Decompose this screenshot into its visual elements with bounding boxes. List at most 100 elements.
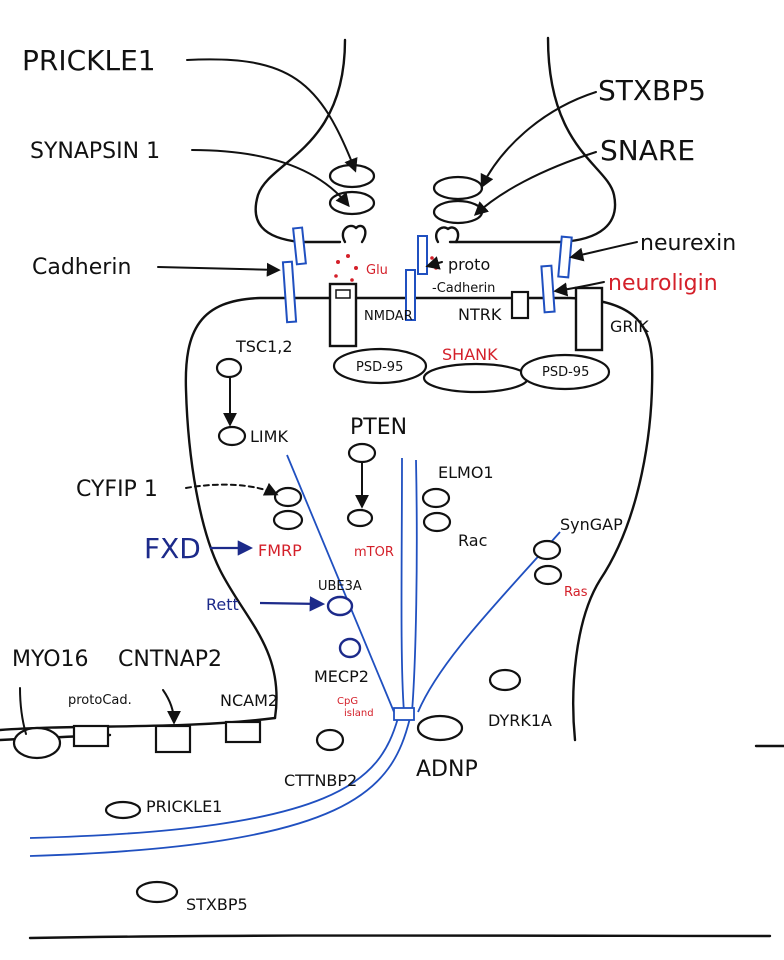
nmdar-inner bbox=[335, 289, 351, 299]
label-stxbp5-top: STXBP5 bbox=[598, 74, 706, 107]
limk-node bbox=[217, 425, 247, 447]
ube3a-node bbox=[326, 595, 354, 617]
label-ras: Ras bbox=[564, 585, 588, 600]
presynaptic-left-membrane bbox=[254, 38, 347, 244]
ntrk-receptor bbox=[510, 290, 530, 320]
cyfip1-node bbox=[273, 486, 303, 508]
label-ncam2: NCAM2 bbox=[220, 691, 278, 710]
cttnbp2-node bbox=[315, 728, 345, 752]
label-cntnap2: CNTNAP2 bbox=[118, 647, 222, 672]
grik-receptor bbox=[574, 286, 604, 352]
cntnap2-box bbox=[154, 724, 192, 754]
label-rac: Rac bbox=[458, 531, 487, 550]
pointer-stxbp5 bbox=[480, 91, 597, 189]
vesicle bbox=[328, 163, 376, 189]
label-rett: Rett bbox=[206, 595, 239, 614]
stxbp5-bottom-node bbox=[135, 880, 179, 904]
cadherin-upper bbox=[292, 226, 307, 266]
cytoskeleton-line bbox=[29, 717, 411, 857]
mtor-node bbox=[346, 508, 374, 528]
label-myo16: MYO16 bbox=[12, 647, 89, 672]
neurexin-bar bbox=[557, 235, 573, 279]
label-psd95-left: PSD-95 bbox=[356, 360, 403, 375]
pointer-prickle1 bbox=[186, 58, 358, 173]
arrow-rett-ube3a bbox=[259, 596, 326, 612]
pointer-neurexin bbox=[569, 241, 638, 262]
psd95-left-shape bbox=[332, 347, 428, 385]
adnp-node bbox=[416, 714, 464, 742]
label-mecp2: MECP2 bbox=[314, 667, 369, 686]
pten-node bbox=[347, 442, 377, 464]
ncam2-box bbox=[224, 720, 262, 744]
label-synapsin1: SYNAPSIN 1 bbox=[30, 139, 160, 164]
label-island: island bbox=[344, 708, 374, 719]
label-limk: LIMK bbox=[250, 427, 288, 446]
cytoskeleton-line bbox=[411, 459, 418, 713]
label-cadherin: Cadherin bbox=[32, 255, 131, 280]
pointer-synapsin1 bbox=[191, 149, 350, 208]
cytoskeleton-line bbox=[29, 717, 399, 839]
dyrk1a-node bbox=[488, 668, 522, 692]
cytoskeleton-line bbox=[400, 457, 405, 713]
vesicle bbox=[432, 175, 484, 201]
fusing-vesicle-left bbox=[341, 224, 367, 244]
syngap-node bbox=[532, 539, 562, 561]
label-cttnbp2: CTTNBP2 bbox=[284, 771, 357, 790]
label-mtor: mTOR bbox=[354, 545, 394, 560]
prickle1-bottom-node bbox=[104, 800, 142, 820]
pointer-neuroligin bbox=[553, 281, 605, 297]
elmo1-node bbox=[421, 487, 451, 509]
neuroligin-bar bbox=[540, 264, 556, 314]
label-cyfip1: CYFIP 1 bbox=[76, 477, 158, 502]
pointer-cntnap2 bbox=[162, 689, 181, 725]
label-grik: GRIK bbox=[610, 317, 649, 336]
label-prickle1-bottom: PRICKLE1 bbox=[146, 797, 222, 816]
pointer-snare bbox=[473, 151, 597, 216]
label-cadherin-sub: -Cadherin bbox=[432, 281, 495, 296]
label-psd95-right: PSD-95 bbox=[542, 365, 589, 380]
cytoskeleton-line bbox=[417, 531, 561, 713]
shank-shape bbox=[422, 362, 530, 394]
label-adnp: ADNP bbox=[416, 757, 478, 782]
label-ntrk: NTRK bbox=[458, 305, 502, 324]
label-ube3a: UBE3A bbox=[318, 579, 362, 594]
protocadherin-upper bbox=[417, 235, 428, 275]
fusing-vesicle-right bbox=[434, 226, 460, 244]
protocadherin-lower bbox=[405, 269, 416, 321]
pointer-protocadherin bbox=[425, 256, 443, 270]
cadherin-lower bbox=[281, 260, 298, 324]
label-pten: PTEN bbox=[350, 415, 407, 440]
label-neurexin: neurexin bbox=[640, 231, 736, 256]
label-protocad: protoCad. bbox=[68, 693, 132, 708]
vesicle bbox=[328, 190, 376, 216]
label-tsc: TSC1,2 bbox=[235, 337, 293, 356]
axon-hillock bbox=[393, 707, 415, 721]
vesicle bbox=[432, 199, 484, 225]
label-prickle1-top: PRICKLE1 bbox=[22, 44, 156, 77]
pointer-myo16 bbox=[19, 687, 27, 735]
mecp2-node bbox=[338, 637, 362, 659]
myo16-node bbox=[12, 726, 62, 760]
bottom-line bbox=[28, 934, 772, 940]
tsc-node bbox=[215, 357, 243, 379]
pointer-cadherin bbox=[157, 262, 281, 277]
label-elmo1: ELMO1 bbox=[438, 463, 494, 482]
label-neuroligin: neuroligin bbox=[608, 271, 718, 296]
label-shank: SHANK bbox=[442, 345, 498, 364]
protocad-box bbox=[72, 724, 110, 748]
label-nmdar: NMDAR bbox=[364, 309, 413, 324]
label-dyrk1a: DYRK1A bbox=[488, 711, 552, 730]
label-proto: proto bbox=[448, 255, 490, 274]
label-glu: Glu bbox=[366, 263, 388, 278]
rac-node bbox=[422, 511, 452, 533]
arrow-cyfip1 bbox=[185, 482, 279, 496]
label-syngap: SynGAP bbox=[560, 515, 623, 534]
ras-node bbox=[533, 564, 563, 586]
label-cpg: CpG bbox=[337, 696, 358, 707]
label-stxbp5-bottom: STXBP5 bbox=[186, 895, 248, 914]
label-fmrp: FMRP bbox=[258, 541, 302, 560]
fmrp-node bbox=[272, 509, 304, 531]
psd95-right-shape bbox=[519, 353, 611, 391]
label-snare: SNARE bbox=[600, 134, 695, 167]
